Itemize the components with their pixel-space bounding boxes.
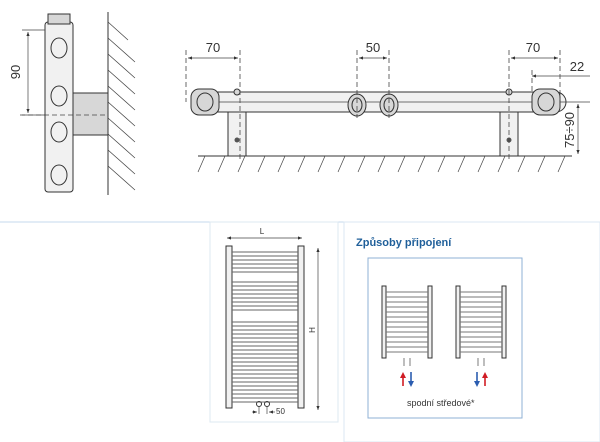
side-view-wall-mount: 90 xyxy=(8,12,136,195)
height-range-75-90: 75÷90 xyxy=(562,112,577,148)
bottom-spacing-50: 50 xyxy=(276,407,285,416)
front-view-radiator: L H xyxy=(209,221,339,423)
connection-types-panel: Způsoby připojení xyxy=(343,221,600,442)
middle-spacing-50: 50 xyxy=(366,40,380,55)
connection-title: Způsoby připojení xyxy=(356,237,452,249)
floor-hatching xyxy=(197,155,566,173)
option-right-radiator xyxy=(455,285,507,387)
height-dimension-90: 90 xyxy=(8,65,23,79)
options-frame xyxy=(367,257,523,419)
left-spacing-70: 70 xyxy=(206,40,220,55)
width-label-L: L xyxy=(260,227,265,236)
radiator-rungs xyxy=(232,251,298,403)
height-label-H: H xyxy=(308,327,317,333)
right-spacing-70: 70 xyxy=(526,40,540,55)
top-view-rail: 70 50 70 22 75÷90 xyxy=(185,40,590,173)
connection-caption: spodní středové* xyxy=(407,398,475,408)
offset-22: 22 xyxy=(570,59,584,74)
option-left-radiator xyxy=(381,285,433,387)
wall-hatching xyxy=(107,21,136,191)
